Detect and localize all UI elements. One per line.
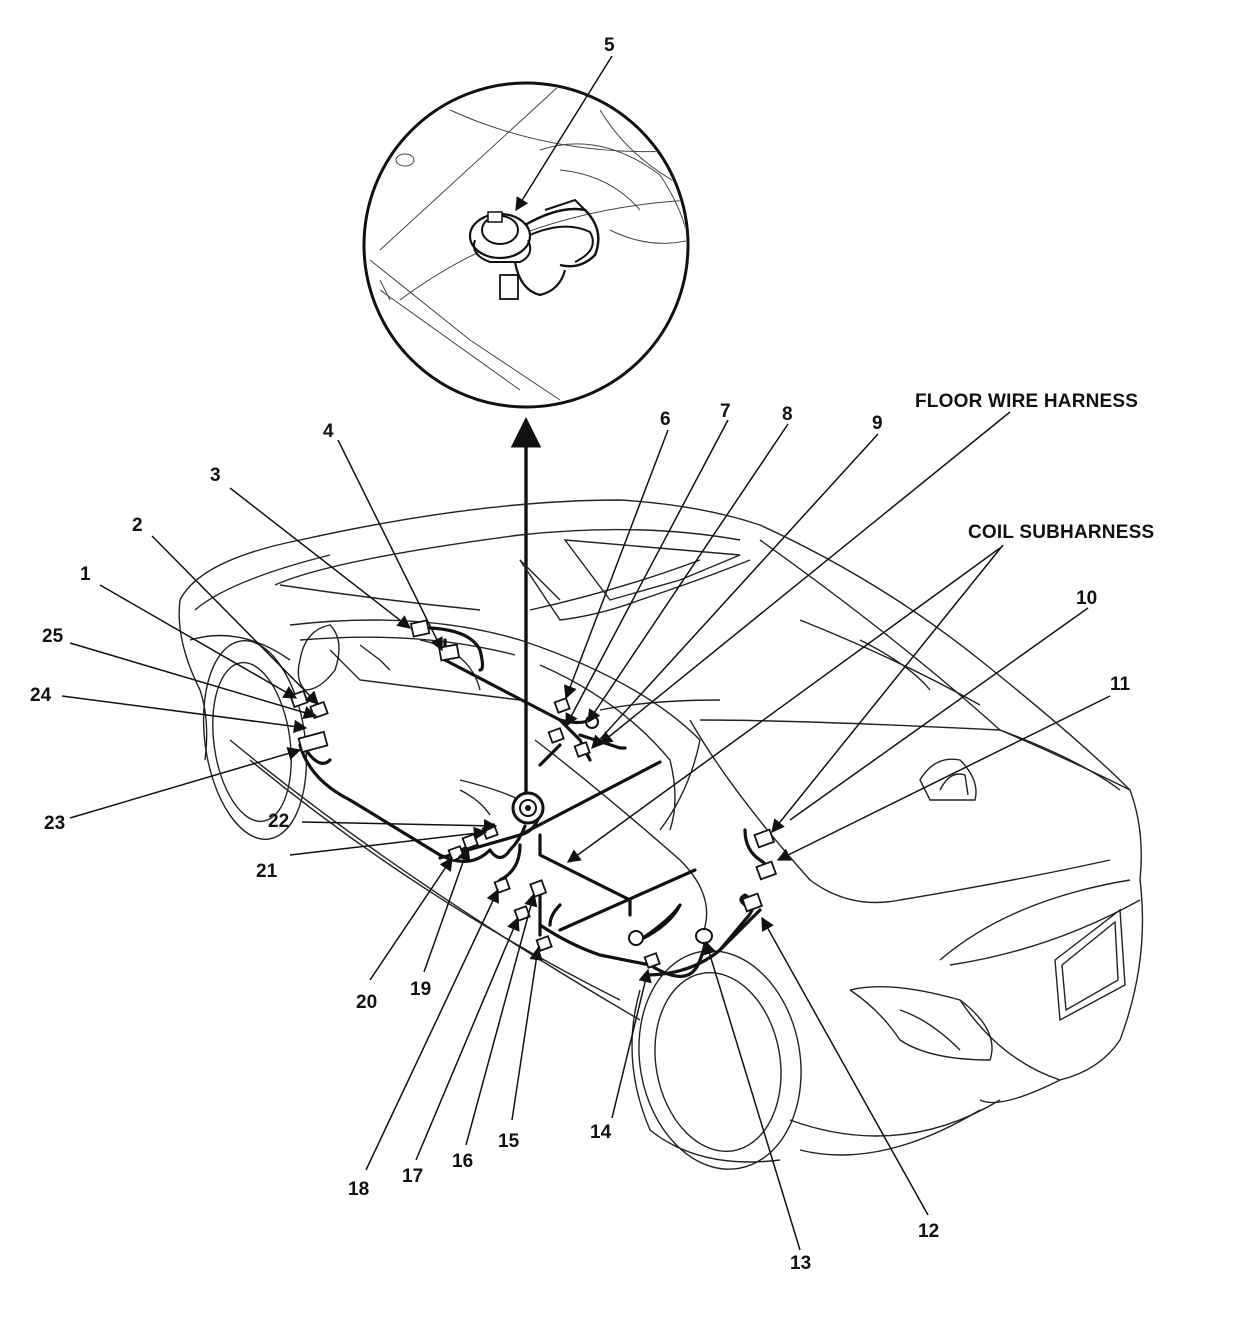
label-coil-subharness: COIL SUBHARNESS <box>968 522 1155 543</box>
label-24: 24 <box>30 685 52 706</box>
floor-wire-harness <box>298 626 771 978</box>
label-23: 23 <box>44 813 66 834</box>
label-floor-wire-harness: FLOOR WIRE HARNESS <box>915 391 1139 412</box>
detail-magnifier <box>362 81 690 409</box>
label-1: 1 <box>80 564 91 585</box>
label-10: 10 <box>1076 588 1098 609</box>
label-11: 11 <box>1110 674 1131 695</box>
sensor-connector <box>511 791 545 825</box>
label-16: 16 <box>452 1151 474 1172</box>
label-4: 4 <box>323 421 334 442</box>
label-21: 21 <box>256 861 278 882</box>
label-18: 18 <box>348 1179 370 1200</box>
leader-lines <box>61 55 1111 1251</box>
label-3: 3 <box>210 465 221 486</box>
car-body <box>178 499 1144 1170</box>
label-5: 5 <box>604 35 615 56</box>
label-25: 25 <box>42 626 64 647</box>
label-12: 12 <box>918 1221 940 1242</box>
label-20: 20 <box>356 992 378 1013</box>
label-8: 8 <box>782 404 793 425</box>
label-6: 6 <box>660 409 671 430</box>
label-9: 9 <box>872 413 883 434</box>
label-17: 17 <box>402 1166 424 1187</box>
label-19: 19 <box>410 979 432 1000</box>
label-22: 22 <box>268 811 290 832</box>
label-7: 7 <box>720 401 731 422</box>
device-5-illustration <box>468 198 600 300</box>
label-13: 13 <box>790 1253 812 1274</box>
label-15: 15 <box>498 1131 520 1152</box>
label-2: 2 <box>132 515 143 536</box>
label-14: 14 <box>590 1122 612 1143</box>
